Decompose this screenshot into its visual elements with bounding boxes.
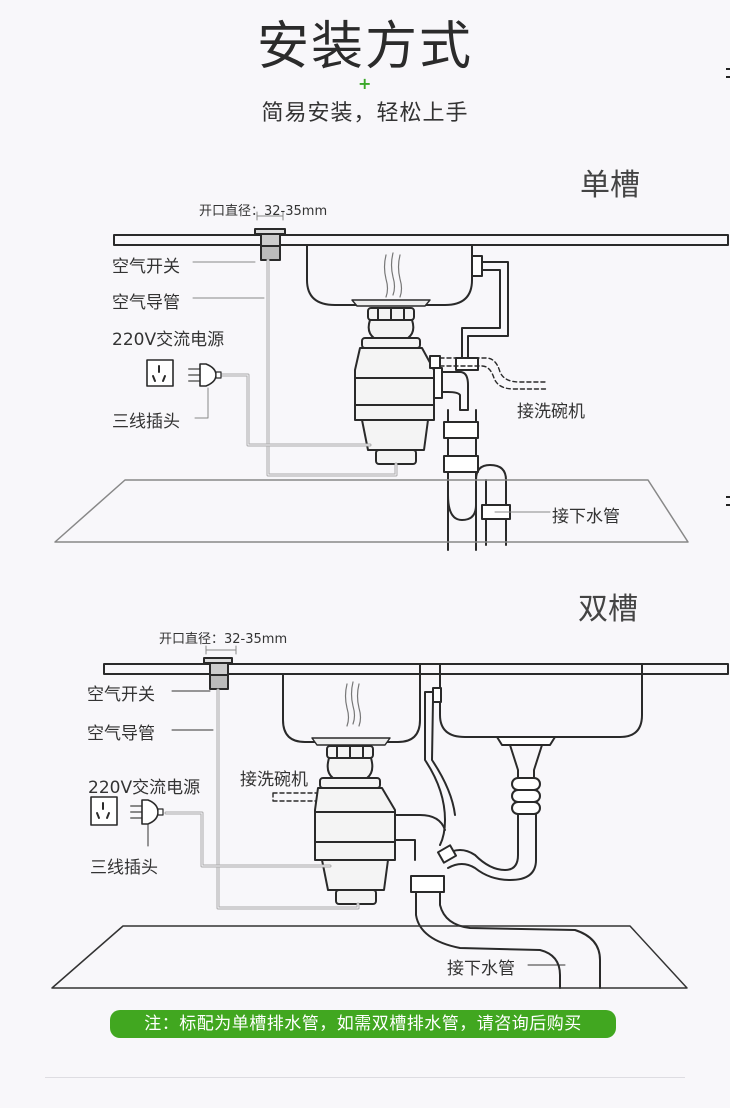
double-sink-title: 双槽 <box>578 592 638 627</box>
disposer-body <box>354 347 435 421</box>
air-tube-label: 空气导管 <box>87 724 155 744</box>
single-sink-diagram <box>54 211 729 551</box>
page-title: 安装方式 <box>256 17 473 77</box>
opening-diameter-label: 开口直径：32-35mm <box>199 204 328 219</box>
edge-mark <box>726 496 730 498</box>
air-tube-label: 空气导管 <box>112 293 180 313</box>
double-sink-diagram <box>51 645 729 989</box>
countertop <box>113 234 729 246</box>
air-switch-icon <box>203 657 233 690</box>
dishwasher-label: 接洗碗机 <box>517 402 585 422</box>
air-switch-label: 空气开关 <box>112 257 180 277</box>
plus-icon: + <box>358 74 372 93</box>
opening-diameter-label: 开口直径：32-35mm <box>159 632 288 647</box>
socket-icon <box>90 796 118 826</box>
edge-mark <box>726 504 730 506</box>
sink-bowl <box>306 244 473 306</box>
note-banner: 注：标配为单槽排水管，如需双槽排水管，请咨询后购买 <box>110 1010 616 1038</box>
power-source-label: 220V交流电源 <box>112 330 225 350</box>
plug-label: 三线插头 <box>112 412 180 432</box>
air-switch-icon <box>254 228 286 261</box>
dishwasher-label: 接洗碗机 <box>240 770 308 790</box>
plug-label: 三线插头 <box>90 858 158 878</box>
countertop <box>103 663 729 675</box>
plug-icon <box>130 799 164 825</box>
socket-icon <box>146 359 174 387</box>
edge-mark <box>726 76 730 78</box>
edge-mark <box>726 68 730 70</box>
drain-label: 接下水管 <box>552 507 620 527</box>
drain-label: 接下水管 <box>447 959 515 979</box>
power-source-label: 220V交流电源 <box>88 778 201 798</box>
single-sink-title: 单槽 <box>580 168 640 203</box>
divider <box>45 1077 685 1078</box>
air-switch-label: 空气开关 <box>87 685 155 705</box>
page-subtitle: 简易安装，轻松上手 <box>261 101 469 126</box>
plug-icon <box>188 363 222 387</box>
